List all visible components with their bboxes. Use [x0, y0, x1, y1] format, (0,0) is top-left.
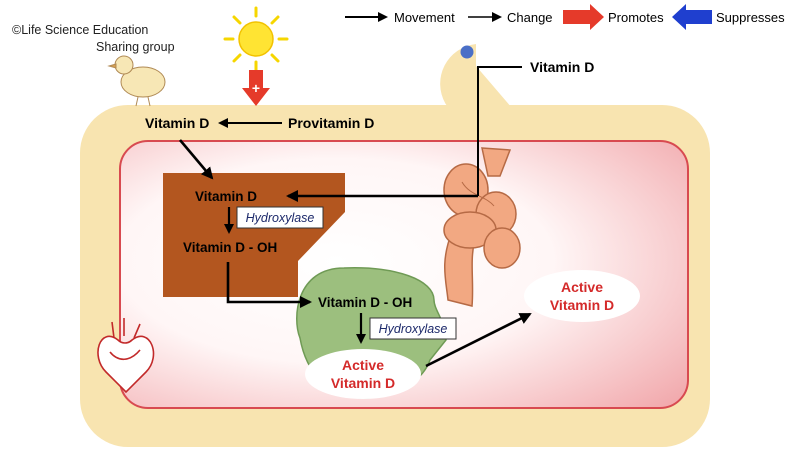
legend-movement-label: Movement — [394, 10, 455, 25]
intestine-icon — [443, 147, 521, 307]
kidney-active-label-line2: Vitamin D — [331, 375, 395, 391]
legend-suppresses-arrow — [672, 4, 712, 30]
legend-change-label: Change — [507, 10, 553, 25]
legend-promotes-label: Promotes — [608, 10, 664, 25]
vitamin-d-food-label: Vitamin D — [530, 59, 594, 75]
kidney-active-label-line1: Active — [342, 357, 384, 373]
kidney-to-target-arrow — [425, 312, 532, 368]
kidney-hydroxylase-box — [369, 317, 457, 340]
target-active-label-line2: Vitamin D — [550, 297, 614, 313]
skin-to-liver-arrow — [179, 139, 214, 180]
liver-hydroxylase-box — [236, 206, 324, 229]
heart-icon — [97, 318, 155, 394]
bird-icon — [107, 55, 166, 107]
promote-sign: + — [252, 80, 260, 96]
provitamin-d-label: Provitamin D — [288, 115, 374, 131]
food-ball-icon — [460, 45, 474, 59]
credit-line-1: ©Life Science Education — [12, 23, 148, 37]
kidney-vitamin-d-oh-label: Vitamin D - OH — [318, 295, 412, 310]
kidney-hydroxylase-label: Hydroxylase — [379, 322, 448, 336]
legend-suppresses-label: Suppresses — [716, 10, 785, 25]
pacman-mouth-icon — [440, 44, 512, 124]
liver-to-kidney-arrow — [226, 262, 312, 308]
liver-vitamin-d-label: Vitamin D — [195, 189, 257, 204]
target-active-label-line1: Active — [561, 279, 603, 295]
target-active-vitamin-d-ellipse — [524, 270, 640, 322]
sun-icon — [223, 6, 289, 72]
credit-line-2: Sharing group — [96, 40, 175, 54]
food-to-intestine-path — [477, 66, 522, 196]
kidney-active-vitamin-d-ellipse — [305, 349, 421, 399]
liver-shape — [163, 173, 345, 297]
legend-promotes-arrow — [563, 4, 604, 30]
liver-vitamin-d-oh-label: Vitamin D - OH — [183, 240, 277, 255]
promote-arrow — [242, 70, 270, 106]
legend: Movement Change Promotes Suppresses — [345, 4, 785, 30]
liver-hydroxylase-label: Hydroxylase — [246, 211, 315, 225]
vitamin-d-skin-label: Vitamin D — [145, 115, 209, 131]
